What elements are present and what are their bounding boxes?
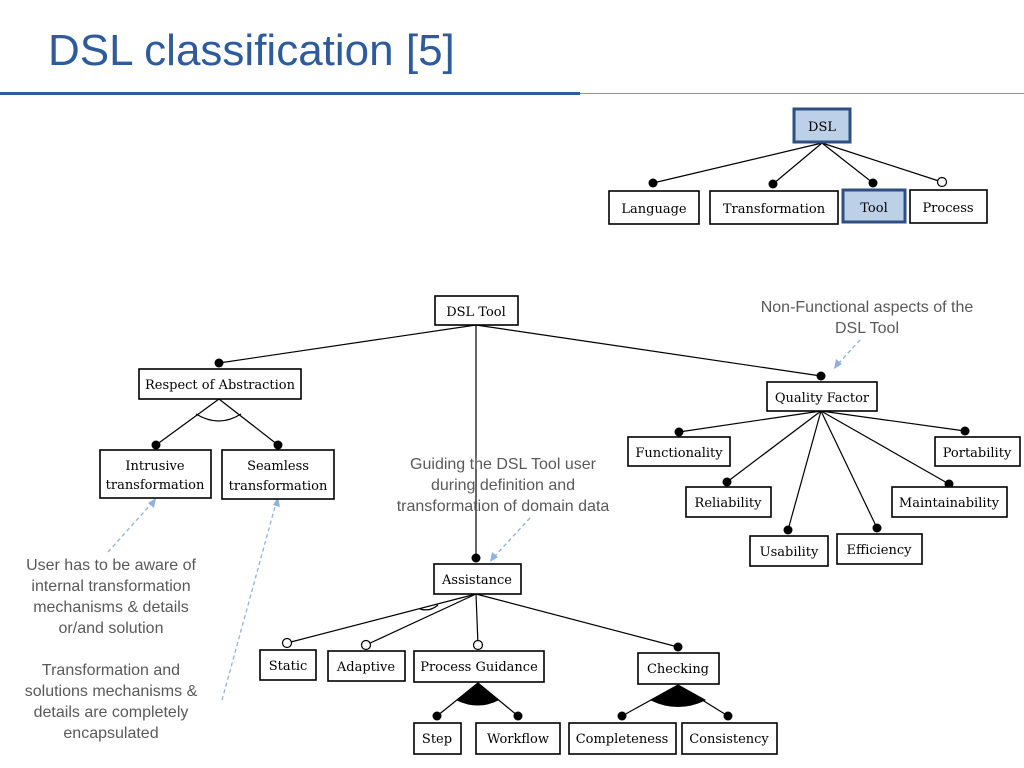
- intrusive-line-1: Intrusive: [125, 459, 184, 474]
- node-step: Step: [413, 722, 462, 755]
- note-guiding: Guiding the DSL Tool user during definit…: [376, 454, 630, 517]
- title-rule-thin: [580, 93, 1024, 94]
- node-process-guidance: Process Guidance: [413, 650, 545, 683]
- leader-non-functional-head: [834, 359, 842, 369]
- svg-text:Adaptive: Adaptive: [336, 660, 396, 675]
- node-intrusive-transformation: Intrusive transformation: [99, 449, 212, 499]
- node-seamless-transformation: Seamless transformation: [221, 449, 335, 500]
- note-intrusive-line-4: or/and solution: [58, 620, 164, 637]
- svg-text:Tool: Tool: [860, 201, 887, 216]
- node-static: Static: [259, 649, 317, 681]
- node-checking: Checking: [637, 652, 720, 685]
- note-seamless-line-4: encapsulated: [63, 725, 159, 742]
- note-seamless-line-1: Transformation and: [41, 662, 181, 679]
- svg-text:DSL: DSL: [808, 120, 836, 135]
- svg-text:Completeness: Completeness: [576, 732, 669, 747]
- node-reliability: Reliability: [685, 486, 772, 518]
- leader-guiding: [493, 517, 531, 558]
- svg-text:Step: Step: [422, 732, 452, 747]
- svg-text:Assistance: Assistance: [441, 573, 512, 588]
- svg-text:Language: Language: [621, 202, 687, 217]
- intrusive-line-2: transformation: [106, 478, 205, 493]
- seamless-line-2: transformation: [229, 479, 328, 494]
- svg-text:Transformation: Transformation: [723, 202, 826, 217]
- node-functionality: Functionality: [627, 436, 731, 467]
- node-dsl: DSL: [792, 107, 852, 144]
- note-intrusive: User has to be aware of internal transfo…: [6, 555, 216, 639]
- node-completeness: Completeness: [568, 722, 677, 755]
- leader-intrusive-head: [148, 498, 156, 508]
- note-guiding-line-3: transformation of domain data: [396, 498, 610, 515]
- node-respect-of-abstraction: Respect of Abstraction: [138, 368, 302, 400]
- svg-text:Maintainability: Maintainability: [899, 496, 1000, 511]
- leader-non-functional: [837, 339, 861, 365]
- svg-text:Quality Factor: Quality Factor: [775, 391, 870, 406]
- note-seamless-line-3: details are completely: [33, 704, 189, 721]
- svg-text:Reliability: Reliability: [695, 496, 763, 511]
- note-intrusive-line-2: internal transformation: [31, 578, 191, 595]
- top-tree-edges: [652, 142, 943, 185]
- node-usability: Usability: [749, 535, 829, 567]
- node-dsl-tool: DSL Tool: [434, 295, 519, 326]
- note-non-functional: Non-Functional aspects of the DSL Tool: [742, 297, 992, 339]
- node-maintainability: Maintainability: [891, 486, 1008, 518]
- leader-seamless: [221, 502, 277, 701]
- svg-text:Functionality: Functionality: [635, 446, 723, 461]
- node-process: Process: [909, 189, 988, 224]
- tool-tree-edges: [155, 324, 966, 717]
- slide-title: DSL classification [5]: [48, 26, 455, 75]
- svg-text:Consistency: Consistency: [689, 732, 769, 747]
- note-non-functional-line-2: DSL Tool: [834, 320, 900, 337]
- note-seamless-line-2: solutions mechanisms &: [24, 683, 198, 700]
- note-seamless: Transformation and solutions mechanisms …: [6, 660, 216, 744]
- leader-guiding-head: [490, 552, 498, 562]
- node-transformation: Transformation: [709, 190, 839, 225]
- svg-text:Process: Process: [922, 201, 973, 216]
- node-assistance: Assistance: [433, 563, 522, 595]
- leader-intrusive: [107, 502, 153, 553]
- note-intrusive-line-1: User has to be aware of: [26, 557, 196, 574]
- node-tool: Tool: [841, 188, 907, 224]
- node-workflow: Workflow: [475, 722, 561, 755]
- feature-dots: [151, 176, 970, 721]
- node-language: Language: [608, 190, 700, 225]
- svg-text:Checking: Checking: [647, 662, 709, 677]
- node-consistency: Consistency: [681, 722, 778, 755]
- svg-text:Process Guidance: Process Guidance: [420, 660, 538, 675]
- svg-text:Static: Static: [269, 659, 308, 674]
- svg-text:Workflow: Workflow: [487, 732, 549, 747]
- svg-text:Respect of Abstraction: Respect of Abstraction: [145, 378, 296, 393]
- node-portability: Portability: [934, 436, 1021, 467]
- leader-arrows: [107, 339, 861, 701]
- node-adaptive: Adaptive: [327, 650, 406, 682]
- seamless-line-1: Seamless: [247, 459, 309, 474]
- note-guiding-line-1: Guiding the DSL Tool user: [410, 456, 596, 473]
- node-efficiency: Efficiency: [836, 533, 923, 565]
- svg-text:Efficiency: Efficiency: [846, 543, 912, 558]
- note-non-functional-line-1: Non-Functional aspects of the: [760, 299, 974, 316]
- note-intrusive-line-3: mechanisms & details: [33, 599, 189, 616]
- svg-text:DSL Tool: DSL Tool: [446, 305, 506, 320]
- note-guiding-line-2: during definition and: [430, 477, 576, 494]
- svg-text:Usability: Usability: [760, 545, 819, 560]
- svg-text:Portability: Portability: [943, 446, 1012, 461]
- title-rule: [0, 92, 580, 95]
- node-quality-factor: Quality Factor: [766, 381, 878, 412]
